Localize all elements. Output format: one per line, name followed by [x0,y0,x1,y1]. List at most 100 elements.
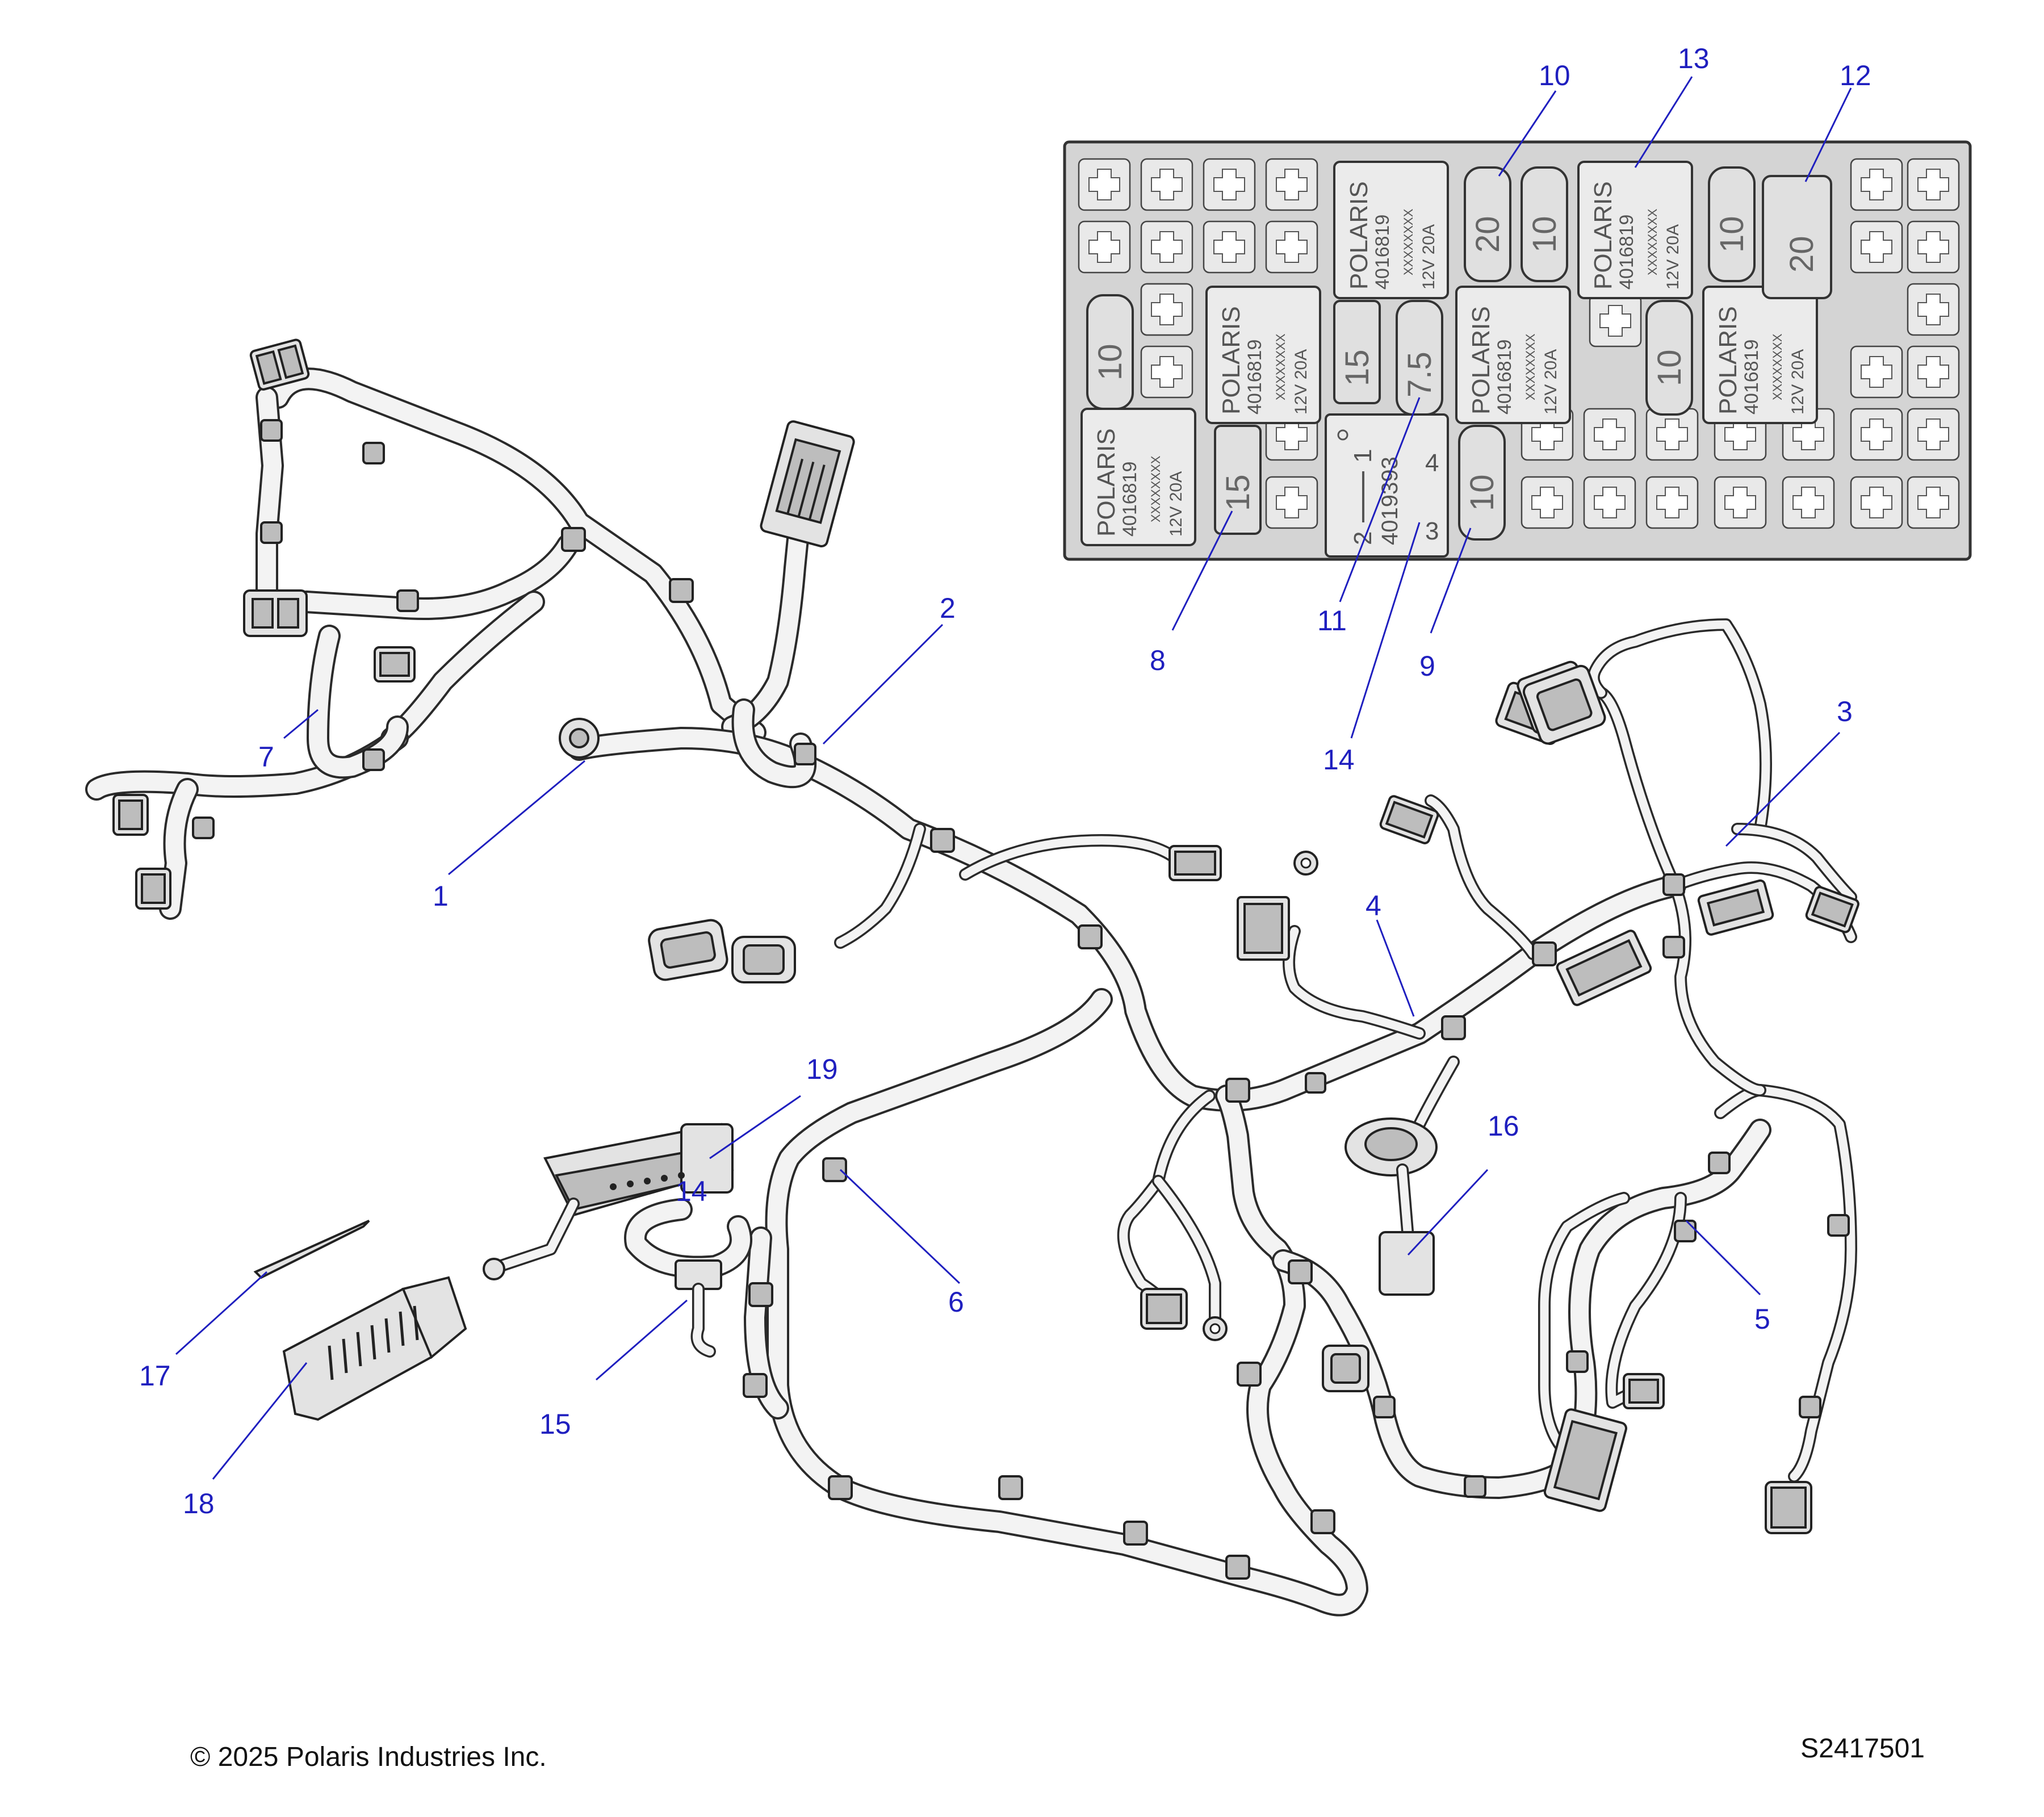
relay-code: XXXXXXXX [1523,333,1538,400]
callout-7: 7 [258,741,274,773]
relay-part-number: 4016819 [1244,340,1266,415]
fuse-box-inset: POLARIS 4016819 XXXXXXXX 12V 20A POLARIS… [1063,140,1972,561]
label-sheet-17 [253,1220,370,1279]
callout-10: 10 [1539,60,1570,91]
connector-top-right-2 [1697,879,1774,936]
connector-top-right [1522,664,1606,745]
callout-3: 3 [1837,696,1853,727]
relay-brand: POLARIS [1714,306,1742,415]
callout-1: 1 [433,880,449,912]
connector-lower-right-plug [1322,1345,1369,1392]
callout-2: 2 [940,592,956,624]
relay-5: POLARIS 4016819 XXXXXXXX 12V 20A [1702,286,1818,424]
connector-stack [1543,1408,1628,1512]
callout-14: 14 [1323,744,1355,776]
relay-1: POLARIS 4016819 XXXXXXXX 12V 20A [1333,161,1449,299]
connector-sensor-1 [559,718,600,759]
diode-pin-4: 4 [1425,449,1439,477]
leader-lines [175,76,1852,1480]
fuse-7-5a: 7.5 [1396,300,1443,416]
callout-6: 6 [948,1286,964,1318]
fuse-10a-left: 10 [1086,294,1134,410]
copyright-text: © 2025 Polaris Industries Inc. [190,1742,547,1772]
relay-code: XXXXXXXX [1645,208,1660,275]
connector-mid-left [243,589,308,637]
callout-14-ecu: 14 [676,1175,707,1207]
relay-part-number: 4016819 [1741,340,1762,415]
callout-17: 17 [139,1360,171,1392]
connector-top-left [249,338,310,391]
callout-labels: 1 2 3 4 5 6 7 8 9 10 11 12 13 14 14 15 1… [139,43,1871,1519]
fuse-rating: 7.5 [1401,351,1438,397]
ecu-cover-18 [282,1276,467,1421]
harness-right-lower [1272,1119,1771,1499]
callout-5: 5 [1754,1303,1770,1335]
connector-loop-7 [374,646,416,683]
grommet-boot-16 [1344,1117,1438,1296]
fuse-10a-top: 10 [1521,166,1568,282]
connector-right-3 [1805,886,1859,933]
callout-4: 4 [1366,890,1381,922]
diode-part-number: 4019393 [1377,457,1402,545]
callout-12: 12 [1840,60,1871,91]
relay-rating: 12V 20A [1292,349,1310,415]
connector-5-plug [1623,1373,1665,1409]
relay-code: XXXXXXXX [1274,333,1288,400]
relay-part-number: 4016819 [1494,340,1515,415]
relay-part-number: 4016819 [1616,215,1637,290]
fuse-rating: 15 [1339,349,1376,386]
ecu-plug-connector [760,420,855,547]
callout-16: 16 [1488,1110,1519,1142]
harness-branch-upper-left [267,367,767,744]
connector-block-4 [1237,896,1290,961]
ring-terminal-lower [1203,1316,1228,1341]
fuse-rating: 10 [1464,474,1501,511]
relay-code: XXXXXXXX [1401,208,1415,275]
relay-rating: 12V 20A [1419,224,1438,290]
harness-main-trunk [568,727,1686,1112]
callout-8: 8 [1150,644,1166,676]
relay-4: POLARIS 4016819 XXXXXXXX 12V 20A [1455,286,1571,424]
fuse-15a-bottom: 15 [1214,425,1262,535]
callout-15: 15 [539,1408,571,1440]
connector-lower-mid [1140,1288,1188,1330]
fuse-rating: 10 [1651,349,1688,386]
fuse-10a-center: 10 [1645,300,1693,416]
drawing-id: S2417501 [1800,1734,1925,1764]
fuse-20a-top: 20 [1464,166,1511,282]
relay-part-number: 4016819 [1372,215,1393,290]
relay-code: XXXXXXXX [1149,455,1163,522]
relay-brand: POLARIS [1092,428,1120,537]
relay-rating: 12V 20A [1789,349,1807,415]
relay-brand: POLARIS [1467,306,1495,415]
connector-triple [1556,930,1652,1006]
fuse-rating: 15 [1220,474,1256,511]
ecu-cable-loop [624,1198,752,1279]
fuse-15a-mid: 15 [1333,300,1381,404]
connector-right-bottom [1765,1481,1812,1534]
diode-pin-1: 1 [1349,449,1377,463]
relay-brand: POLARIS [1345,181,1373,290]
callout-18: 18 [183,1488,215,1519]
diode-module: 4 3 2 1 4019393 [1325,413,1449,558]
connector-far-left-bottom [135,868,171,910]
relay-code: XXXXXXXX [1770,333,1785,400]
ring-terminal-4 [1293,851,1318,876]
relay-part-number: 4016819 [1119,462,1141,537]
relay-rating: 12V 20A [1542,349,1560,415]
connector-plug-pair [648,919,796,983]
relay-6: POLARIS 4016819 XXXXXXXX 12V 20A [1080,408,1196,546]
fuse-10a-bottom: 10 [1458,425,1506,541]
connector-far-left [112,794,149,836]
fuse-rating: 10 [1714,216,1750,253]
diode-pin-3: 3 [1425,517,1439,545]
relay-2: POLARIS 4016819 XXXXXXXX 12V 20A [1577,161,1693,299]
connector-4-top [1379,795,1439,844]
fuse-rating: 20 [1783,236,1820,273]
ecu-bracket-assembly [483,1123,734,1280]
callout-11: 11 [1317,605,1347,637]
bracket-15 [675,1259,722,1358]
relay-brand: POLARIS [1589,181,1617,290]
fuse-rating: 20 [1469,216,1506,253]
